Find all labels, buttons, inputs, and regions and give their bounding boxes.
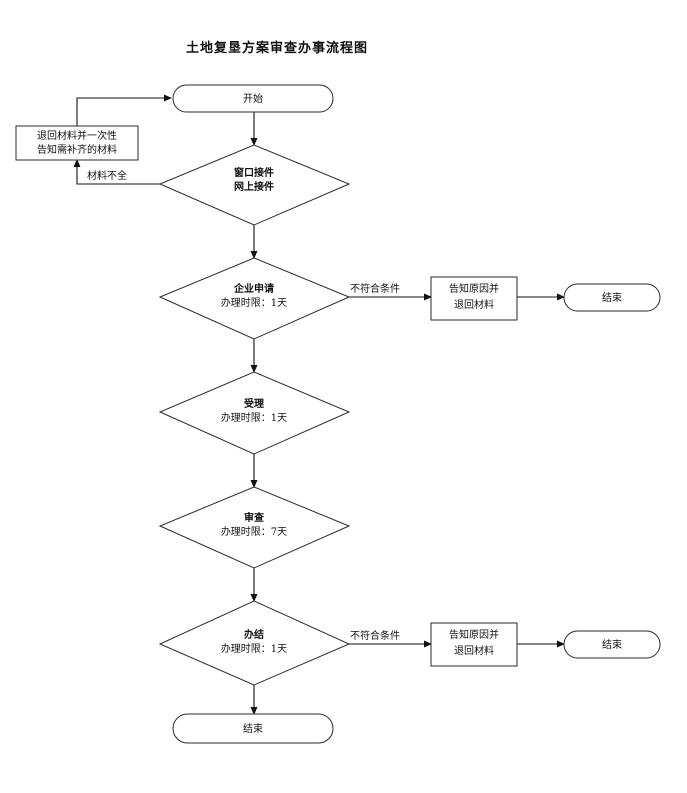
end-node-1: 结束 bbox=[563, 283, 661, 312]
finish-decision: 办结 办理时限：1天 bbox=[158, 600, 351, 686]
accept-name: 受理 bbox=[244, 397, 264, 410]
end-node-2: 结束 bbox=[563, 630, 661, 659]
end-main-label: 结束 bbox=[243, 722, 263, 735]
notify-box-1: 告知原因并 退回材料 bbox=[430, 276, 518, 321]
end-2-label: 结束 bbox=[602, 638, 622, 651]
review-decision: 审查 办理时限：7天 bbox=[158, 486, 351, 569]
end-node-main: 结束 bbox=[172, 713, 334, 744]
start-label: 开始 bbox=[243, 92, 263, 105]
receive-decision: 窗口接件 网上接件 bbox=[158, 144, 351, 226]
connectors bbox=[73, 94, 565, 715]
notify-box-2: 告知原因并 退回材料 bbox=[430, 622, 518, 667]
notify-box-1-line-1: 告知原因并 bbox=[449, 282, 499, 295]
end-1-label: 结束 bbox=[602, 291, 622, 304]
apply-decision: 企业申请 办理时限：1天 bbox=[158, 257, 351, 340]
arrow-incomplete-to-return bbox=[73, 159, 160, 185]
edge-label-not-qualified-1: 不符合条件 bbox=[350, 282, 400, 295]
return-box-line-2: 告知需补齐的材料 bbox=[37, 143, 117, 156]
start-node: 开始 bbox=[172, 84, 334, 113]
accept-time: 办理时限：1天 bbox=[221, 411, 287, 424]
finish-name: 办结 bbox=[244, 628, 264, 641]
edge-label-incomplete: 材料不全 bbox=[87, 169, 127, 182]
notify-box-1-line-2: 退回材料 bbox=[454, 298, 494, 311]
edge-label-not-qualified-2: 不符合条件 bbox=[350, 629, 400, 642]
accept-decision: 受理 办理时限：1天 bbox=[158, 371, 351, 455]
finish-time: 办理时限：1天 bbox=[221, 642, 287, 655]
notify-box-2-line-2: 退回材料 bbox=[454, 644, 494, 657]
receive-line-1: 窗口接件 bbox=[234, 166, 274, 179]
arrow-return-to-start bbox=[76, 94, 172, 126]
apply-time: 办理时限：1天 bbox=[221, 296, 287, 309]
review-name: 审查 bbox=[244, 511, 265, 524]
return-materials-box: 退回材料并一次性 告知需补齐的材料 bbox=[15, 125, 139, 161]
page-title: 土地复垦方案审查办事流程图 bbox=[186, 40, 368, 56]
review-time: 办理时限：7天 bbox=[221, 525, 287, 538]
return-box-line-1: 退回材料并一次性 bbox=[37, 129, 117, 142]
apply-name: 企业申请 bbox=[233, 282, 274, 295]
receive-line-2: 网上接件 bbox=[234, 180, 274, 193]
notify-box-2-line-1: 告知原因并 bbox=[449, 628, 499, 641]
